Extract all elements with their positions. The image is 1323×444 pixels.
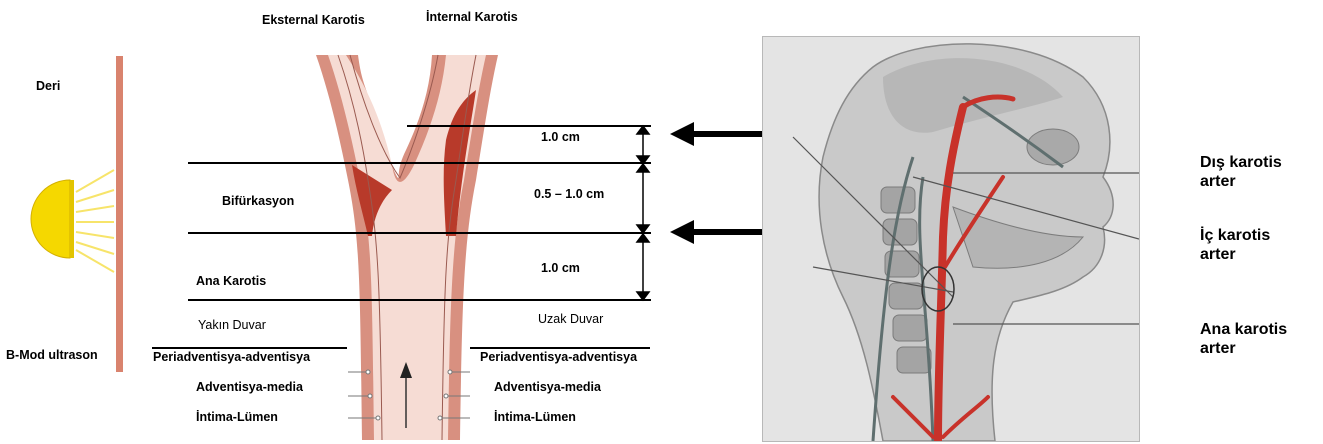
label-skin: Deri — [36, 79, 60, 93]
label-common-carotid-artery: Ana karotis arter — [1200, 320, 1287, 358]
head-neck-anatomy-image — [762, 36, 1140, 442]
label-common-carotid-line1: Ana karotis — [1200, 320, 1287, 339]
label-internal-carotid-line1: İç karotis — [1200, 226, 1270, 245]
label-external-carotid-line1: Dış karotis — [1200, 153, 1282, 172]
label-common-carotid-line2: arter — [1200, 339, 1287, 358]
label-b-mode-ultrasound: B-Mod ultrason — [6, 348, 98, 362]
measurement-middle: 0.5 – 1.0 cm — [534, 187, 604, 201]
label-common-carotid: Ana Karotis — [196, 274, 266, 288]
label-far-wall: Uzak Duvar — [538, 312, 603, 326]
label-internal-carotid: İnternal Karotis — [426, 10, 518, 24]
measurement-lower: 1.0 cm — [541, 261, 580, 275]
layer-right-adventitia-media: Adventisya-media — [494, 380, 601, 394]
layer-right-periadventitia: Periadventisya-adventisya — [480, 350, 637, 364]
measurement-upper: 1.0 cm — [541, 130, 580, 144]
label-internal-carotid-line2: arter — [1200, 245, 1270, 264]
label-internal-carotid-artery: İç karotis arter — [1200, 226, 1270, 264]
layer-left-adventitia-media: Adventisya-media — [196, 380, 303, 394]
label-near-wall: Yakın Duvar — [198, 318, 266, 332]
skin-line — [116, 56, 123, 372]
layer-left-intima-lumen: İntima-Lümen — [196, 410, 278, 424]
label-bifurcation: Bifürkasyon — [222, 194, 294, 208]
layer-left-periadventitia: Periadventisya-adventisya — [153, 350, 310, 364]
measurement-arrows — [637, 126, 649, 300]
label-external-carotid-line2: arter — [1200, 172, 1282, 191]
layer-right-intima-lumen: İntima-Lümen — [494, 410, 576, 424]
head-neck-illustration — [763, 37, 1139, 441]
ultrasound-probe-icon — [31, 170, 114, 272]
carotid-artery-drawing — [316, 55, 498, 440]
pointer-arrows — [670, 122, 766, 244]
label-external-carotid-artery: Dış karotis arter — [1200, 153, 1282, 191]
label-external-carotid: Eksternal Karotis — [262, 13, 365, 27]
